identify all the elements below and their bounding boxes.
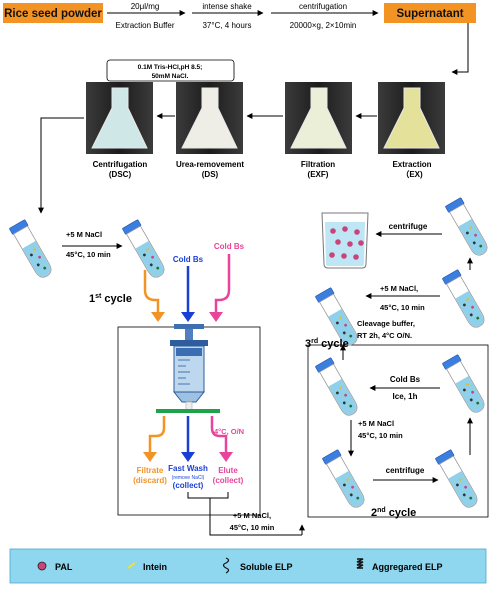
fast-wash-note: (remove NaCl) [172,475,205,481]
flask-photo-ex [378,82,445,154]
orange-arrowhead-out [143,452,157,462]
c2-salt-line2: 45°C, 10 min [358,431,403,440]
flask-abbr-ds: (DS) [202,170,219,179]
fast-wash-collect: (collect) [173,481,204,490]
tube-c2-bottomleft [321,449,369,511]
buffer-note-line1: 0.1M Tris-HCl,pH 8.5; [138,64,203,71]
legend-soluble: Soluble ELP [240,562,293,572]
start-box-label: Rice seed powder [4,8,102,20]
collect-brace [187,492,229,499]
step3-top: centrifugation [299,2,347,11]
flask-label-dsc: Centrifugation [93,160,148,169]
legend-intein: Intein [143,562,167,572]
c3-salt-line2: 45°C, 10 min [380,303,425,312]
blue-arrowhead-in [181,312,195,322]
pink-arrowhead-out [219,452,233,462]
tube-c2-topright [441,354,489,416]
pink-arrow-in [214,254,231,318]
tube-c2-topleft [314,357,362,419]
filtrate-label: Filtrate [137,466,164,475]
tube-start [8,219,56,281]
legend-pal: PAL [55,562,73,572]
c2-ice: Ice, 1h [393,392,418,401]
bottom-salt-line1: +5 M NaCl, [233,511,271,520]
arrow-dsc-to-tube [38,117,84,214]
c2-cold-bs: Cold Bs [390,375,421,384]
elute-label: Elute [218,466,238,475]
flask-photo-ds [176,82,243,154]
beaker-product [321,212,369,269]
orange-arrow-out [148,416,166,456]
flask-photo-dsc [86,82,153,154]
pink-arrow-out [210,416,228,456]
c3-salt-line1: +5 M NaCl, [380,284,418,293]
elute-condition: 4°C, O/N [214,427,244,436]
flask-abbr-exf: (EXF) [308,170,329,179]
end-box [384,3,476,23]
end-box-label: Supernatant [396,8,463,20]
pal-icon [37,561,47,571]
cycle2-label: 2nd cycle [371,507,416,519]
flask-label-ex: Extraction [392,160,431,169]
salt-step-line1: +5 M NaCl [66,230,102,239]
legend-panel [9,548,487,584]
c3-cleavage2: RT 2h, 4°C O/N. [357,331,412,340]
elute-collect: (collect) [213,476,244,485]
syringe [170,324,208,411]
intein-icon [127,562,136,569]
tube-c3-right [441,269,489,331]
step3-bottom: 20000×g, 2×10min [290,21,357,30]
soluble-elp-icon [222,557,230,574]
fast-wash-label: Fast Wash [168,464,208,473]
c3-centrifuge: centrifuge [389,222,428,231]
filtrate-note: (discard) [133,476,167,485]
flask-photo-exf [285,82,352,154]
flask-abbr-dsc: (DSC) [109,170,132,179]
blue-arrowhead-out [181,452,195,462]
orange-arrowhead-in [151,312,165,322]
cycle3-label: 3rd cycle [305,338,349,350]
flask-abbr-ex: （EX) [401,169,423,179]
salt-step-line2: 45°C, 10 min [66,250,111,259]
c3-cleavage1: Cleavage buffer, [357,319,415,328]
flask-label-exf: Filtration [301,160,335,169]
step2-bottom: 37°C, 4 hours [202,21,251,30]
cold-bs-1: Cold Bs [173,255,204,264]
orange-arrow-in [143,270,160,318]
flask-label-ds: Urea-removement [176,160,244,169]
cold-bs-2: Cold Bs [214,242,245,251]
step1-top: 20μl/mg [131,2,160,11]
legend-aggregated: Aggregared ELP [372,562,443,572]
buffer-note-box [106,59,235,82]
tube-c3-top [444,197,492,259]
filter-membrane [156,409,220,413]
cycle1-label: 1st cycle [89,293,132,305]
step1-bottom: Extraction Buffer [116,21,175,30]
line-to-cycle2 [209,498,302,536]
bottom-salt-line2: 45°C, 10 min [230,523,275,532]
c2-centrifuge: centrifuge [386,466,425,475]
c2-salt-line1: +5 M NaCl [358,419,394,428]
arrow-to-extraction [451,23,469,75]
step2-top: intense shake [202,2,252,11]
tube-c2-bottomright [434,449,482,511]
buffer-note-line2: 50mM NaCl. [152,73,189,80]
cycle2-box [307,344,489,518]
start-box [3,3,103,23]
aggregated-elp-icon [356,558,364,569]
pink-arrowhead-in [209,312,223,322]
